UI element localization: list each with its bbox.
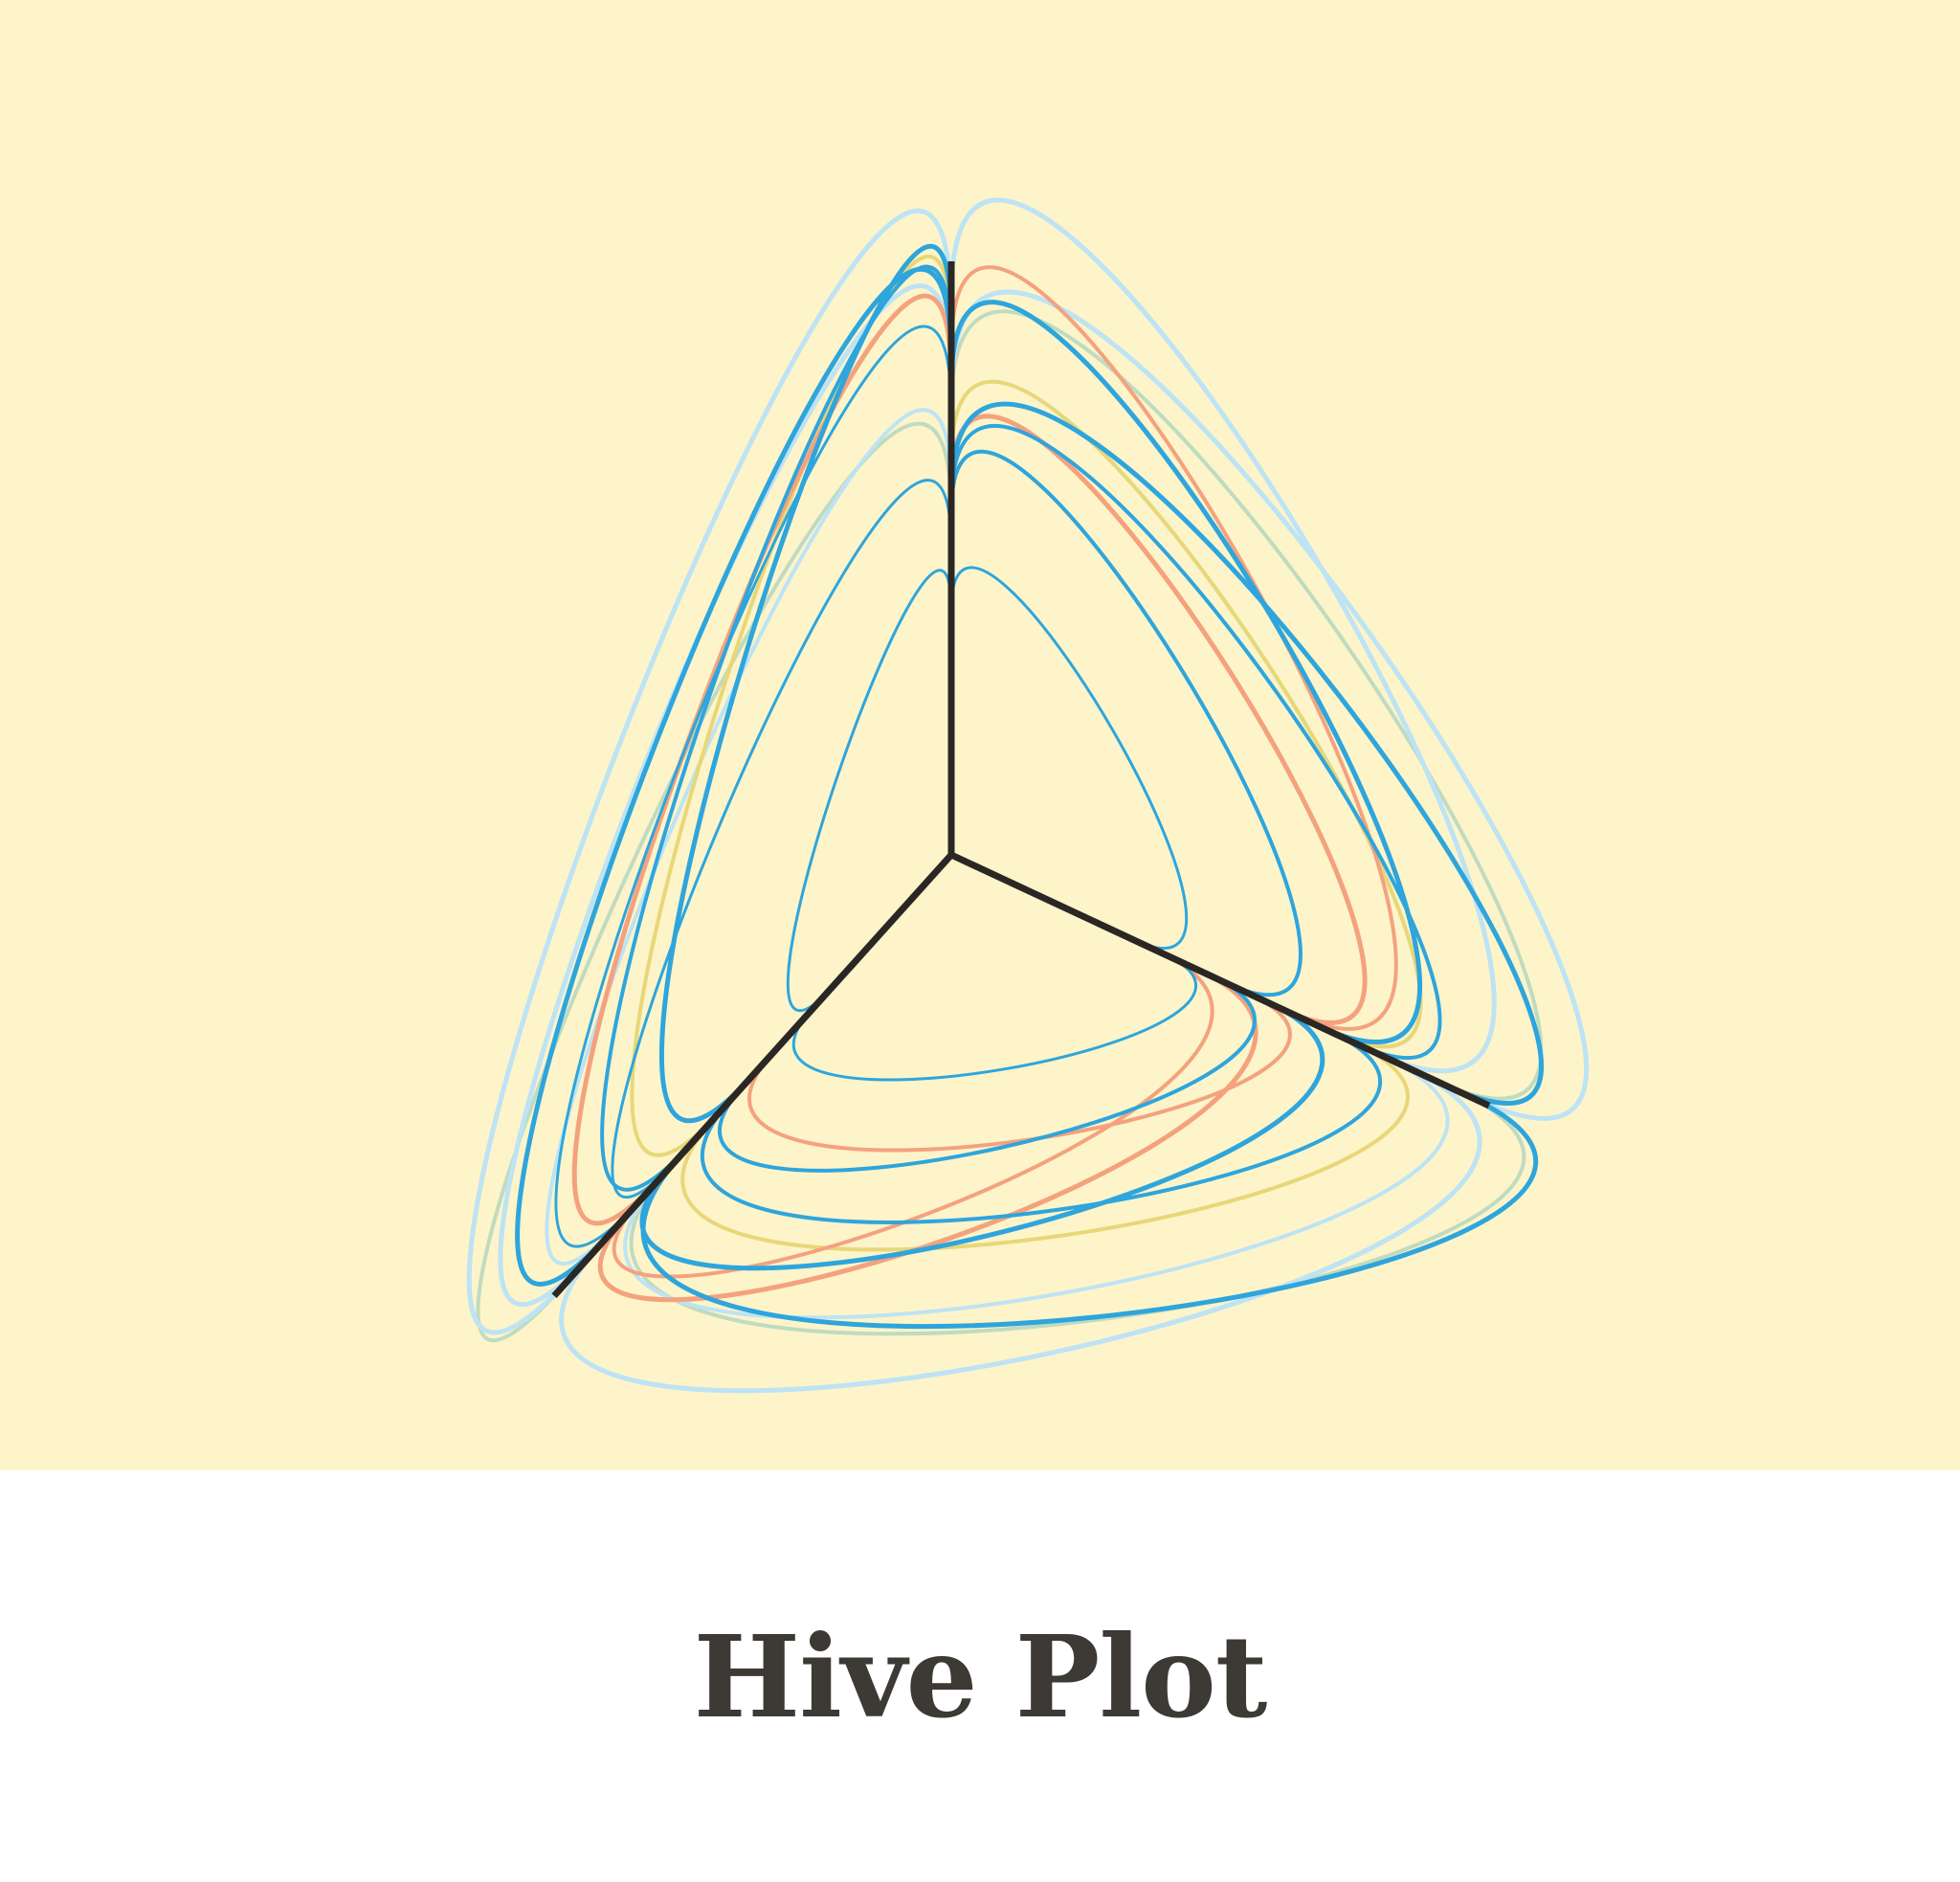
edge-yellow [630,255,953,1157]
edge-blue [611,479,953,1199]
edge-blue [718,975,1257,1173]
hive-plot-canvas [0,0,1960,1470]
edge-blue [948,300,1423,1044]
edge-orange [612,951,1214,1279]
caption-area: Hive Plot [0,1470,1960,1882]
edge-blue [659,244,954,1124]
edge-blue [786,569,953,1012]
edges-layer [466,197,1590,1394]
edge-green [629,1088,1526,1336]
edge-blue [949,449,1303,997]
axis-right [949,851,1491,1109]
edge-blue [640,1093,1539,1330]
edge-light-blue [498,283,954,1307]
axes-layer [551,261,1491,1299]
chart-title: Hive Plot [693,1609,1268,1743]
edge-green [949,309,1544,1101]
axis-left [551,852,954,1299]
edge-blue [791,952,1198,1082]
edge-light-blue [948,289,1590,1121]
edge-light-blue [623,1055,1450,1320]
edge-light-blue [466,209,954,1335]
plot-background [0,0,1960,1470]
edge-blue [515,266,954,1287]
edge-blue [554,325,953,1248]
edge-blue [700,1028,1382,1224]
edge-light-blue [545,408,953,1266]
edge-blue [949,566,1189,950]
edge-yellow [949,379,1423,1049]
edge-orange [948,414,1368,1025]
edge-blue [639,1000,1325,1271]
edge-orange [597,969,1258,1303]
edge-light-blue [559,1065,1482,1394]
edge-yellow [680,1040,1410,1252]
edge-blue [948,401,1545,1106]
hive-plot [0,0,1960,1470]
edge-blue [949,423,1442,1060]
